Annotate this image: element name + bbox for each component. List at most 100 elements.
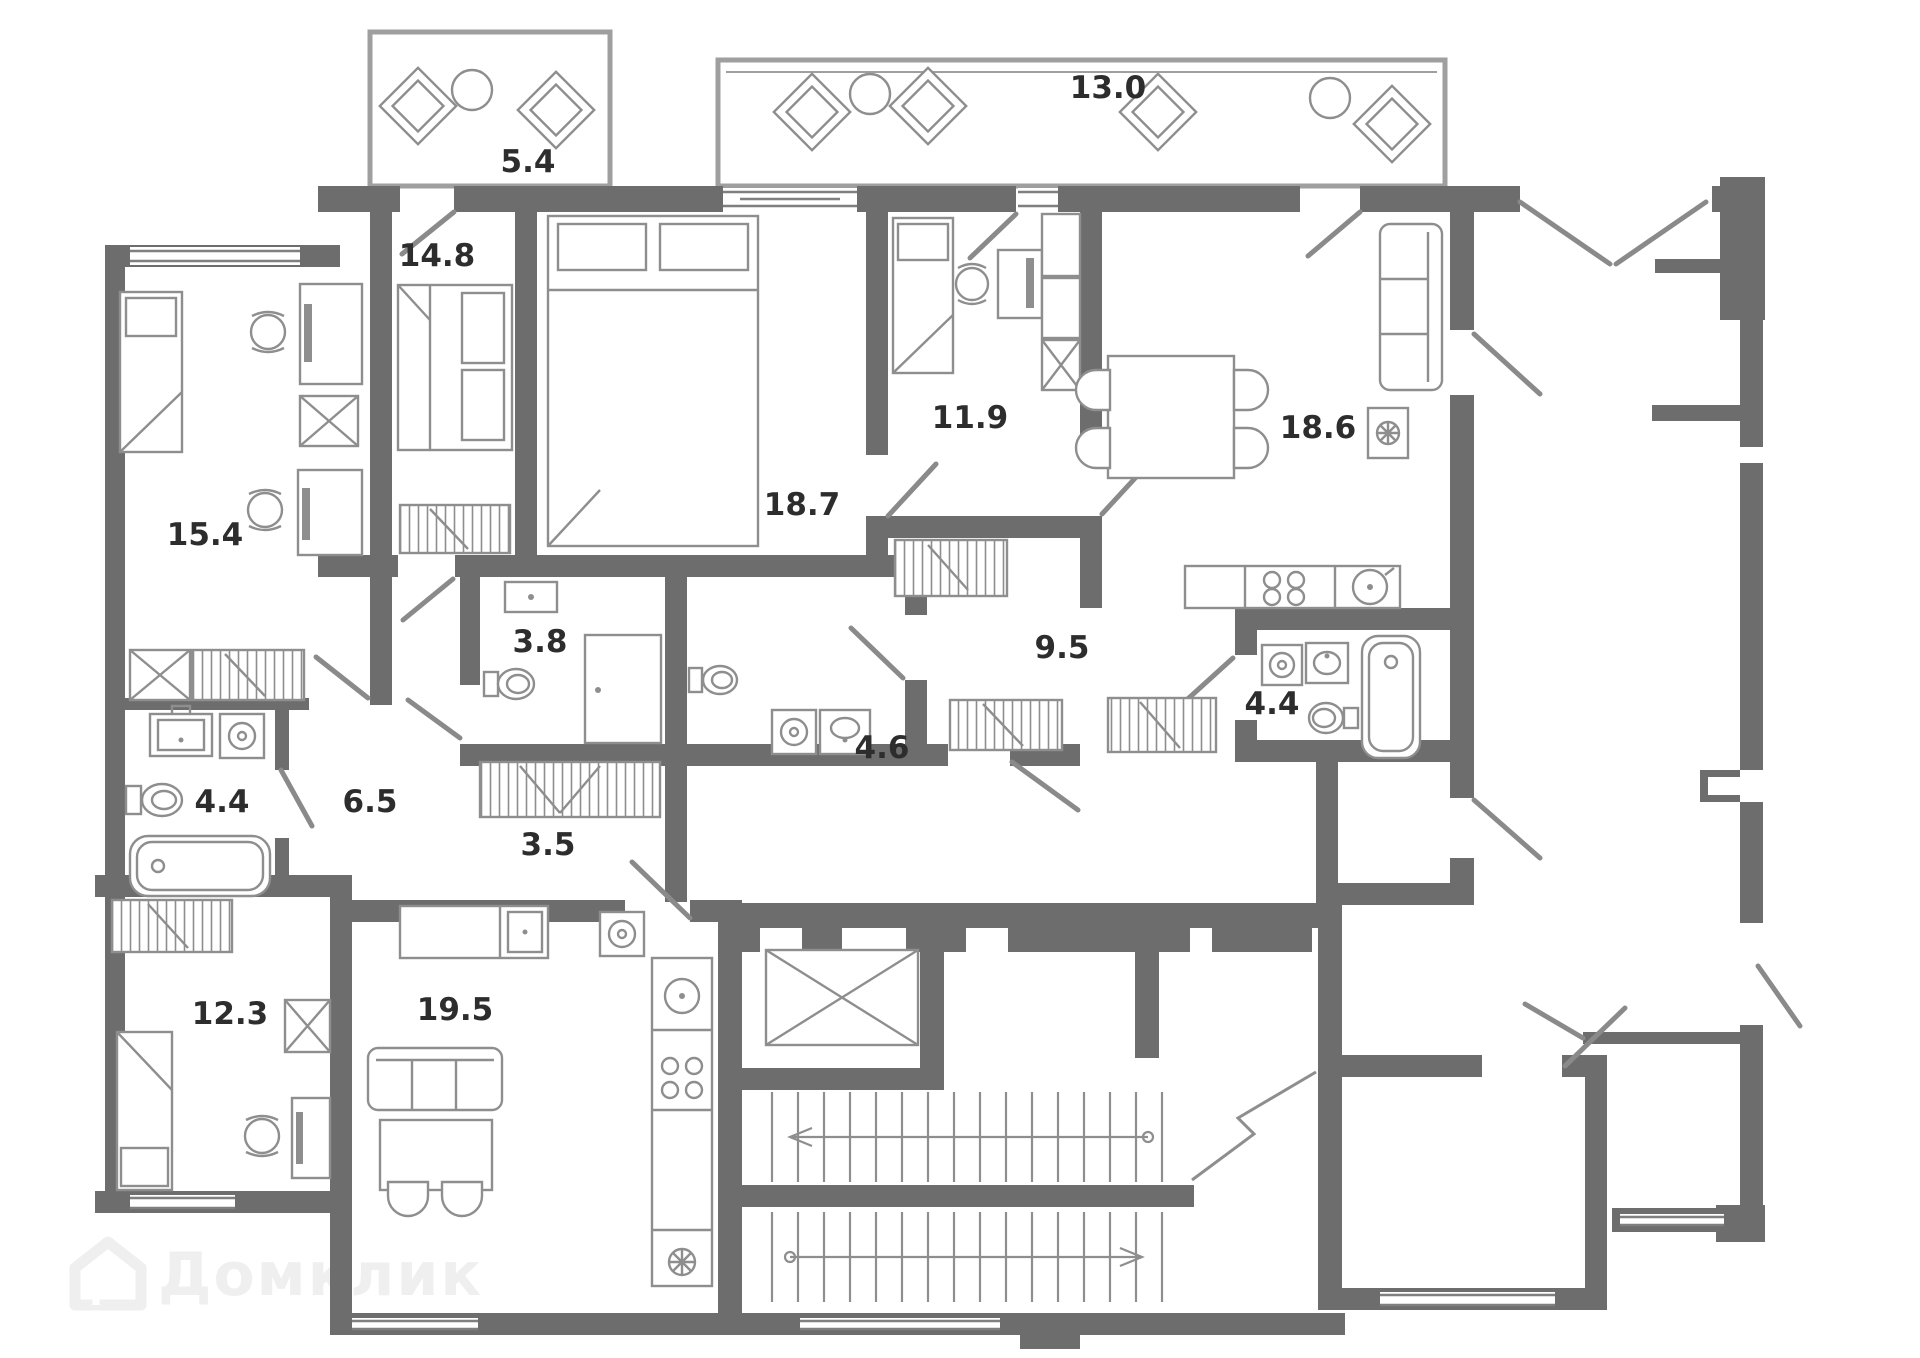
washing-machine-icon — [598, 910, 646, 958]
armchair-icon — [516, 70, 596, 150]
door-room-15-4 — [313, 654, 371, 701]
armchair-icon — [888, 66, 968, 146]
wall — [460, 577, 480, 685]
sink-icon — [148, 704, 214, 758]
desk-icon — [290, 1096, 332, 1180]
round-table-icon — [1308, 76, 1352, 120]
wall — [920, 928, 944, 1090]
wall — [515, 212, 537, 555]
room-label-14-8: 14.8 — [399, 238, 476, 274]
wall — [1360, 186, 1512, 212]
room-label-13-0: 13.0 — [1070, 70, 1147, 106]
wardrobe-icon — [398, 503, 512, 555]
watermark: Домклик — [69, 1236, 483, 1311]
door-apartment-entry-right — [1009, 759, 1081, 813]
room-label-11-9: 11.9 — [932, 400, 1009, 436]
stairs — [770, 1070, 1317, 1302]
office-chair-icon — [243, 1114, 281, 1158]
single-bed-icon — [115, 1030, 174, 1192]
door-apartment-entry-bottom — [629, 859, 693, 921]
door-wc-3-8 — [405, 697, 463, 741]
wall — [1450, 395, 1474, 798]
wardrobe-icon — [948, 698, 1064, 752]
door-corridor-upper — [1471, 331, 1543, 397]
round-table-icon — [450, 68, 494, 112]
door-vestibule-right — [1613, 199, 1709, 267]
room-label-18-6: 18.6 — [1280, 410, 1357, 446]
toilet-icon — [482, 667, 536, 701]
watermark-text: Домклик — [158, 1240, 483, 1310]
wall — [1652, 405, 1740, 421]
room-label-6-5: 6.5 — [343, 784, 398, 820]
wall — [1235, 630, 1257, 655]
wall — [866, 516, 888, 557]
wall — [742, 1068, 944, 1090]
armchair-icon — [1352, 84, 1432, 164]
wall — [454, 186, 723, 212]
cabinet-icon — [1040, 212, 1082, 340]
wall — [866, 212, 888, 455]
room-label-18-7: 18.7 — [764, 487, 841, 523]
wall — [1080, 516, 1102, 608]
door-facade — [1755, 963, 1803, 1029]
wall — [905, 680, 927, 744]
wardrobe-icon — [478, 760, 662, 819]
washing-machine-icon — [1260, 643, 1304, 687]
wall — [1058, 186, 1300, 212]
chair-icon — [1074, 368, 1112, 412]
room-label-3-5: 3.5 — [521, 827, 576, 863]
round-table-icon — [848, 72, 892, 116]
wardrobe-x-icon — [298, 394, 360, 448]
wall — [1450, 212, 1474, 330]
room-label-4-4-left: 4.4 — [195, 784, 250, 820]
wardrobe-x-icon — [283, 998, 332, 1054]
office-chair-icon — [246, 488, 284, 532]
wall — [1318, 1055, 1482, 1077]
office-chair-icon — [249, 310, 287, 354]
wall — [1712, 186, 1720, 212]
wall — [1235, 608, 1474, 630]
room-label-4-6: 4.6 — [855, 730, 910, 766]
wall — [742, 903, 1318, 928]
wardrobe-x-icon — [128, 648, 192, 702]
wall — [665, 577, 687, 902]
wall — [318, 186, 400, 212]
room-label-19-5: 19.5 — [417, 992, 494, 1028]
wardrobe-icon — [110, 898, 234, 954]
wall — [742, 1185, 1194, 1207]
wall — [105, 245, 125, 1213]
sink-icon — [503, 580, 559, 614]
washing-machine-icon — [218, 712, 266, 760]
wall — [1316, 752, 1338, 905]
kitchen-column-icon — [650, 956, 714, 1288]
door-vestibule-left — [1517, 199, 1613, 267]
stair-break-line — [1191, 1070, 1317, 1182]
window-bottom-right-room — [1380, 1292, 1555, 1307]
desk-icon — [296, 468, 364, 557]
window-stairwell — [800, 1318, 1000, 1331]
sofa-icon — [366, 1046, 504, 1112]
dining-table-icon — [1106, 354, 1236, 480]
room-label-3-8: 3.8 — [513, 624, 568, 660]
wardrobe-x-icon — [1040, 338, 1082, 392]
room-label-12-3: 12.3 — [192, 996, 269, 1032]
furniture — [110, 66, 1444, 1288]
toilet-icon — [1307, 701, 1360, 735]
window-18-7 — [723, 188, 857, 210]
wall — [1135, 928, 1159, 1058]
stair-arrow-up — [787, 1126, 1155, 1148]
vent-shaft-icon — [1366, 406, 1410, 460]
door-corridor-loggia — [1522, 1001, 1586, 1041]
wall — [275, 707, 289, 770]
door-room-14-8 — [400, 576, 456, 623]
wall — [1740, 802, 1763, 923]
wall — [857, 186, 1016, 212]
chair-icon — [1074, 426, 1112, 470]
single-bed-icon — [118, 290, 184, 454]
wall — [1740, 463, 1763, 770]
sink-icon — [1304, 641, 1350, 685]
wall — [742, 928, 760, 952]
sofa-icon — [1378, 222, 1444, 392]
door-bathroom-left — [278, 767, 315, 829]
